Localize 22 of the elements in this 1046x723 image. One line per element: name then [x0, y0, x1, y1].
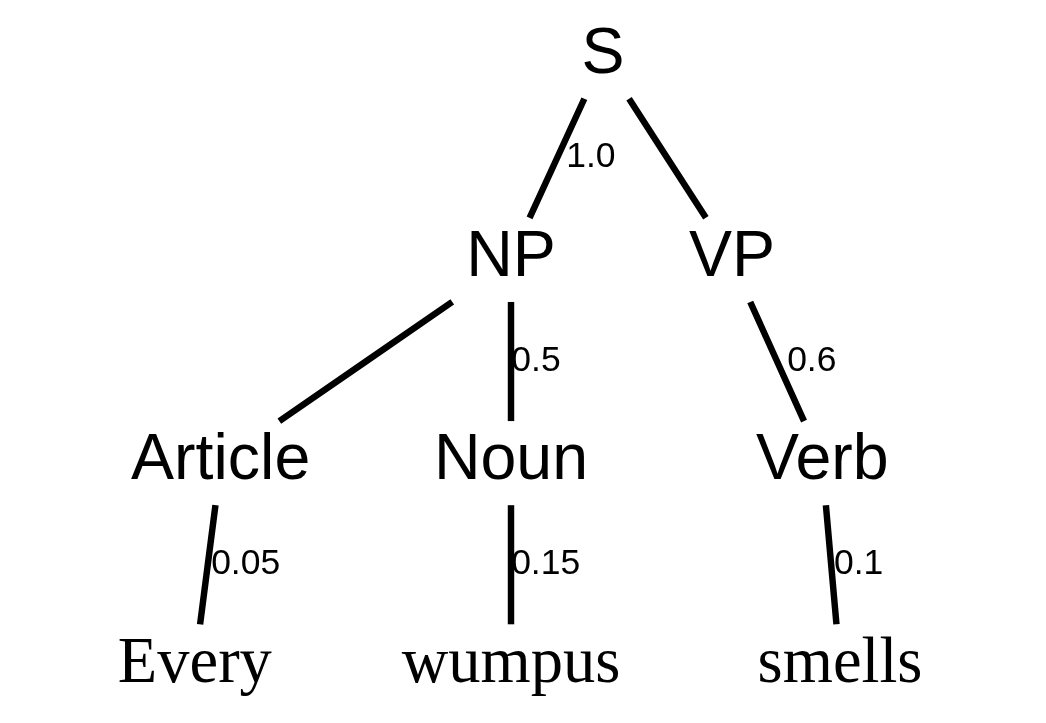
connector: [526, 97, 587, 220]
node-text: smells: [757, 625, 922, 697]
connector: [277, 299, 454, 424]
edge-label: 0.15: [510, 541, 580, 582]
node-text: Noun: [433, 421, 588, 494]
connector: [507, 301, 514, 422]
node-text: VP: [688, 218, 775, 291]
connector: [746, 300, 807, 423]
connector: [196, 504, 219, 625]
node-text: wumpus: [401, 625, 620, 697]
connector: [822, 504, 840, 625]
edge-label: 0.05: [210, 541, 280, 582]
edge-label: 0.6: [786, 338, 836, 379]
edge-label: 0.1: [833, 541, 883, 582]
node-text: NP: [465, 218, 556, 291]
connector: [625, 97, 709, 220]
edge-label: 1.0: [565, 135, 615, 176]
node-text: S: [580, 14, 624, 87]
node-text: Article: [130, 421, 310, 494]
node-text: Verb: [755, 421, 889, 494]
node-text: Every: [117, 625, 272, 697]
edge-label: 0.5: [510, 338, 561, 379]
